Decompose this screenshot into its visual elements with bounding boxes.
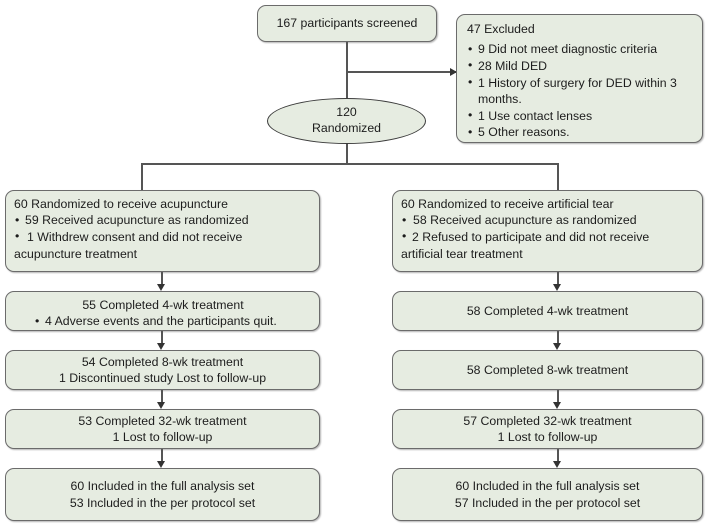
artificial-tear-32wk-line2: 1 Lost to follow-up xyxy=(497,430,598,444)
connector-right-alloc-to-4wk xyxy=(557,272,559,286)
connector-left-alloc-to-4wk xyxy=(161,272,163,286)
acupuncture-allocation-list: 59 Received acupuncture as randomized 1 … xyxy=(14,212,312,245)
connector-split-bar xyxy=(141,163,559,165)
arrow-left-2-icon xyxy=(157,343,166,350)
acupuncture-32wk-line2: 1 Lost to follow-up xyxy=(112,430,213,444)
acupuncture-allocation-heading: 60 Randomized to receive acupuncture xyxy=(14,197,228,211)
arrow-to-excluded-icon xyxy=(450,67,457,76)
acupuncture-analysis-line1: 60 Included in the full analysis set xyxy=(70,479,255,494)
acupuncture-4wk-box: 55 Completed 4-wk treatment 4 Adverse ev… xyxy=(5,291,320,331)
artificial-tear-analysis-line1: 60 Included in the full analysis set xyxy=(455,479,640,494)
excluded-heading: 47 Excluded xyxy=(467,22,535,36)
artificial-tear-allocation-item: 2 Refused to participate and did not rec… xyxy=(401,228,695,245)
excluded-reason-item: 5 Other reasons. xyxy=(467,124,694,140)
acupuncture-8wk-line2: 1 Discontinued study Lost to follow-up xyxy=(58,371,267,385)
randomized-ellipse: 120 Randomized xyxy=(267,98,426,144)
acupuncture-8wk-line1: 54 Completed 8-wk treatment xyxy=(81,354,244,369)
excluded-reason-item: 28 Mild DED xyxy=(467,57,694,74)
acupuncture-allocation-tail: acupuncture treatment xyxy=(14,246,138,261)
acupuncture-4wk-item: 4 Adverse events and the participants qu… xyxy=(34,313,312,329)
acupuncture-allocation-item: 1 Withdrew consent and did not receive xyxy=(14,228,312,245)
artificial-tear-allocation-tail: artificial tear treatment xyxy=(401,246,523,261)
acupuncture-analysis-line2: 53 Included in the per protocol set xyxy=(69,495,256,510)
connector-right-8wk-to-32wk xyxy=(557,390,559,404)
arrow-left-1-icon xyxy=(157,284,166,291)
excluded-reason-item: 1 History of surgery for DED within 3 mo… xyxy=(467,74,694,107)
artificial-tear-allocation-item: 58 Received acupuncture as randomized xyxy=(401,212,695,228)
acupuncture-32wk-line1: 53 Completed 32-wk treatment xyxy=(78,413,247,428)
artificial-tear-8wk-line1: 58 Completed 8-wk treatment xyxy=(466,362,629,377)
acupuncture-4wk-heading: 55 Completed 4-wk treatment xyxy=(82,298,244,312)
artificial-tear-4wk-line1: 58 Completed 4-wk treatment xyxy=(466,303,629,318)
randomized-label: Randomized xyxy=(311,121,382,135)
artificial-tear-analysis-box: 60 Included in the full analysis set 57 … xyxy=(392,468,703,521)
acupuncture-32wk-box: 53 Completed 32-wk treatment 1 Lost to f… xyxy=(5,409,320,449)
arrow-right-3-icon xyxy=(553,402,562,409)
connector-split-left xyxy=(141,163,143,190)
connector-right-32wk-to-analysis xyxy=(557,449,559,463)
acupuncture-8wk-box: 54 Completed 8-wk treatment 1 Discontinu… xyxy=(5,350,320,390)
screened-label: 167 participants screened xyxy=(276,16,418,31)
artificial-tear-32wk-line1: 57 Completed 32-wk treatment xyxy=(463,413,632,428)
arrow-right-2-icon xyxy=(553,343,562,350)
connector-left-8wk-to-32wk xyxy=(161,390,163,404)
excluded-reason-item: 1 Use contact lenses xyxy=(467,107,694,124)
artificial-tear-allocation-list: 58 Received acupuncture as randomized 2 … xyxy=(401,212,695,245)
acupuncture-allocation-item: 59 Received acupuncture as randomized xyxy=(14,212,312,228)
excluded-box: 47 Excluded 9 Did not meet diagnostic cr… xyxy=(456,14,703,143)
excluded-reason-item: 9 Did not meet diagnostic criteria xyxy=(467,41,694,57)
connector-left-32wk-to-analysis xyxy=(161,449,163,463)
connector-randomized-down xyxy=(346,143,348,164)
randomized-count: 120 xyxy=(336,105,357,120)
connector-screened-to-randomized xyxy=(346,42,348,98)
excluded-reason-list: 9 Did not meet diagnostic criteria 28 Mi… xyxy=(467,41,694,141)
acupuncture-allocation-box: 60 Randomized to receive acupuncture 59 … xyxy=(5,190,320,272)
connector-screened-to-excluded xyxy=(346,71,456,73)
connector-right-4wk-to-8wk xyxy=(557,331,559,345)
arrow-left-4-icon xyxy=(157,461,166,468)
artificial-tear-analysis-line2: 57 Included in the per protocol set xyxy=(454,495,641,510)
artificial-tear-allocation-box: 60 Randomized to receive artificial tear… xyxy=(392,190,703,272)
artificial-tear-32wk-box: 57 Completed 32-wk treatment 1 Lost to f… xyxy=(392,409,703,449)
screened-box: 167 participants screened xyxy=(257,5,437,42)
artificial-tear-8wk-box: 58 Completed 8-wk treatment xyxy=(392,350,703,390)
arrow-right-1-icon xyxy=(553,284,562,291)
arrow-right-4-icon xyxy=(553,461,562,468)
artificial-tear-allocation-heading: 60 Randomized to receive artificial tear xyxy=(401,197,614,211)
acupuncture-4wk-list: 4 Adverse events and the participants qu… xyxy=(14,313,312,329)
connector-left-4wk-to-8wk xyxy=(161,331,163,345)
arrow-left-3-icon xyxy=(157,402,166,409)
connector-split-right xyxy=(557,163,559,190)
acupuncture-analysis-box: 60 Included in the full analysis set 53 … xyxy=(5,468,320,521)
artificial-tear-4wk-box: 58 Completed 4-wk treatment xyxy=(392,291,703,331)
